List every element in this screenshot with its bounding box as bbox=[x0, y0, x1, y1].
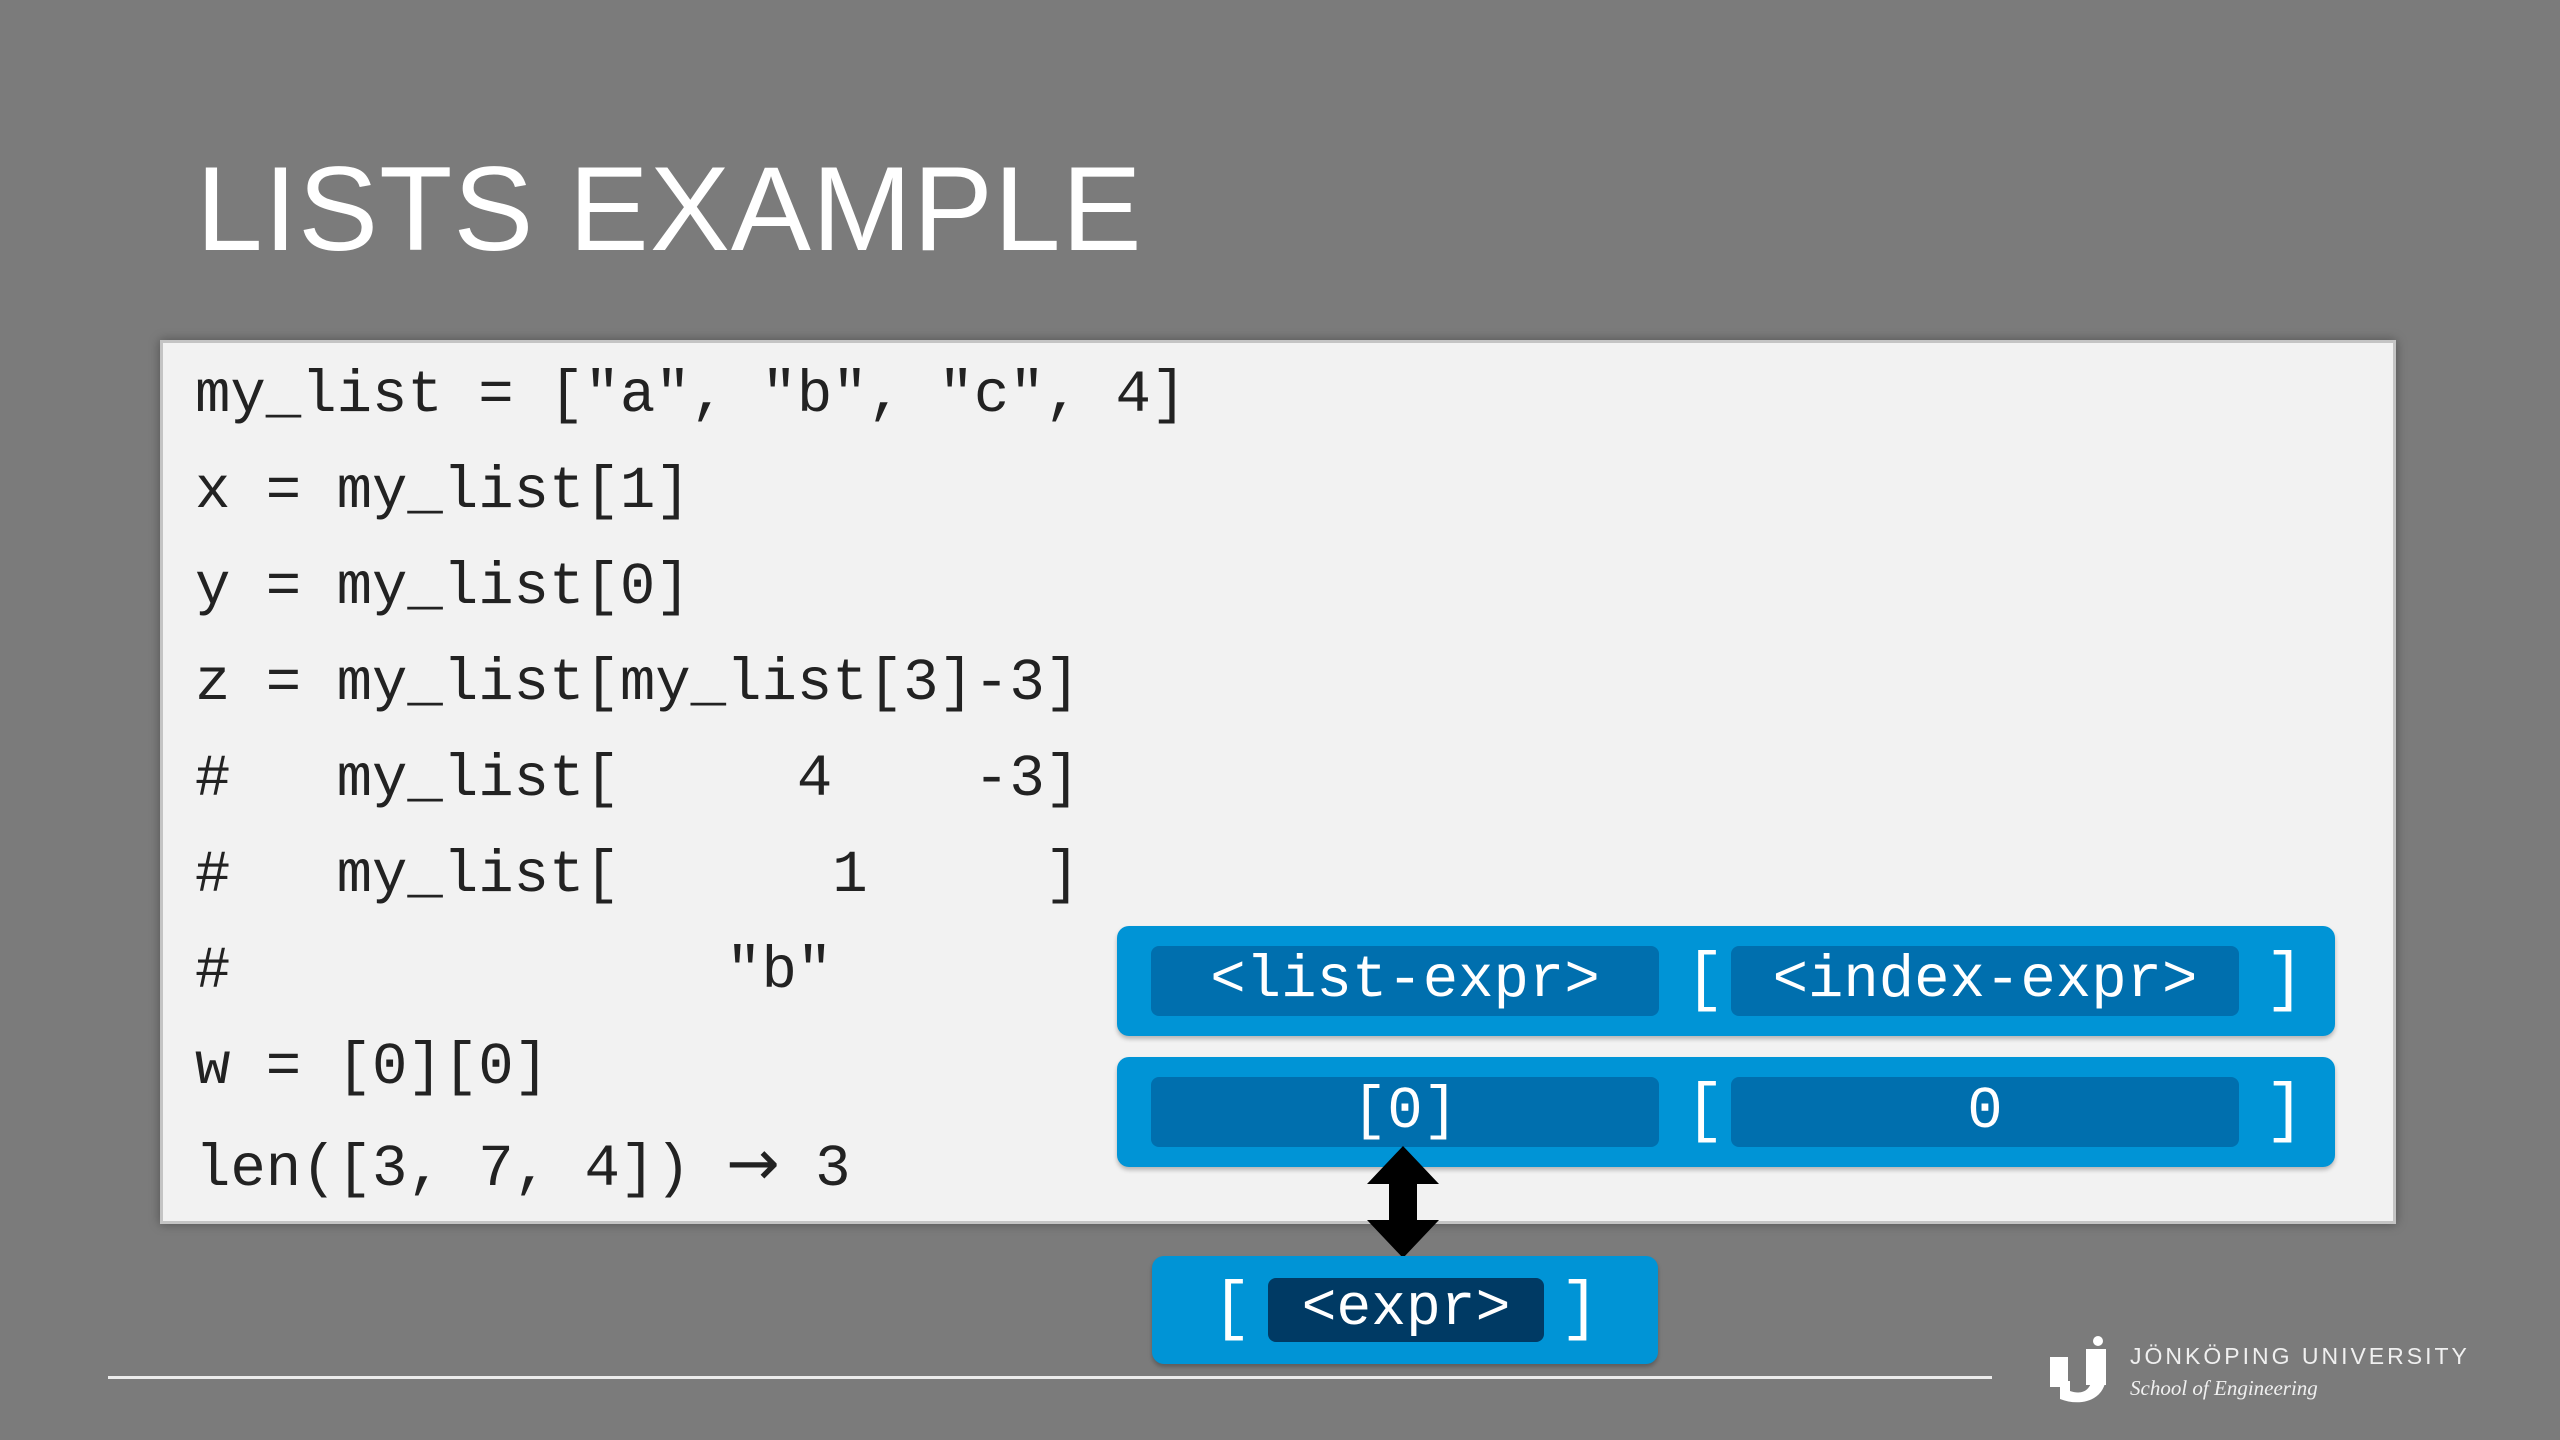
code-line-3: y = my_list[0] bbox=[195, 554, 691, 621]
open-bracket: [ bbox=[1685, 943, 1725, 1018]
index-expr-slot: <index-expr> bbox=[1731, 946, 2239, 1016]
open-bracket: [ bbox=[1685, 1074, 1725, 1149]
footer-divider bbox=[108, 1376, 1992, 1379]
slide-title: LISTS EXAMPLE bbox=[196, 142, 1143, 276]
close-bracket: ] bbox=[1560, 1272, 1600, 1347]
code-line-5: # my_list[ 4 -3] bbox=[195, 746, 1081, 813]
code-line-2: x = my_list[1] bbox=[195, 458, 691, 525]
code-line-8: w = [0][0] bbox=[195, 1034, 550, 1101]
index-value-slot: 0 bbox=[1731, 1077, 2239, 1147]
code-line-6: # my_list[ 1 ] bbox=[195, 842, 1081, 909]
len-call: len([3, 7, 4]) bbox=[195, 1136, 691, 1203]
code-line-4: z = my_list[my_list[3]-3] bbox=[195, 650, 1081, 717]
right-arrow-icon: → bbox=[726, 1127, 780, 1201]
university-name: JÖNKÖPING UNIVERSITY bbox=[2130, 1343, 2470, 1369]
code-line-9: len([3, 7, 4]) → 3 bbox=[195, 1116, 851, 1212]
school-name: School of Engineering bbox=[2130, 1376, 2318, 1400]
list-value-slot: [0] bbox=[1151, 1077, 1659, 1147]
open-bracket: [ bbox=[1212, 1272, 1252, 1347]
len-result: 3 bbox=[815, 1136, 851, 1203]
grammar-bar-instance: [0] [ 0 ] bbox=[1117, 1057, 2335, 1167]
double-arrow-icon bbox=[1367, 1146, 1439, 1258]
list-literal-block: [ <expr> ] bbox=[1152, 1256, 1658, 1364]
code-line-7: # "b" bbox=[195, 938, 833, 1005]
code-line-1: my_list = ["a", "b", "c", 4] bbox=[195, 362, 1187, 429]
expr-slot: <expr> bbox=[1268, 1278, 1544, 1342]
list-expr-slot: <list-expr> bbox=[1151, 946, 1659, 1016]
close-bracket: ] bbox=[2265, 943, 2305, 1018]
university-logo-icon bbox=[2050, 1336, 2106, 1403]
grammar-bar-index-rule: <list-expr> [ <index-expr> ] bbox=[1117, 926, 2335, 1036]
close-bracket: ] bbox=[2265, 1074, 2305, 1149]
